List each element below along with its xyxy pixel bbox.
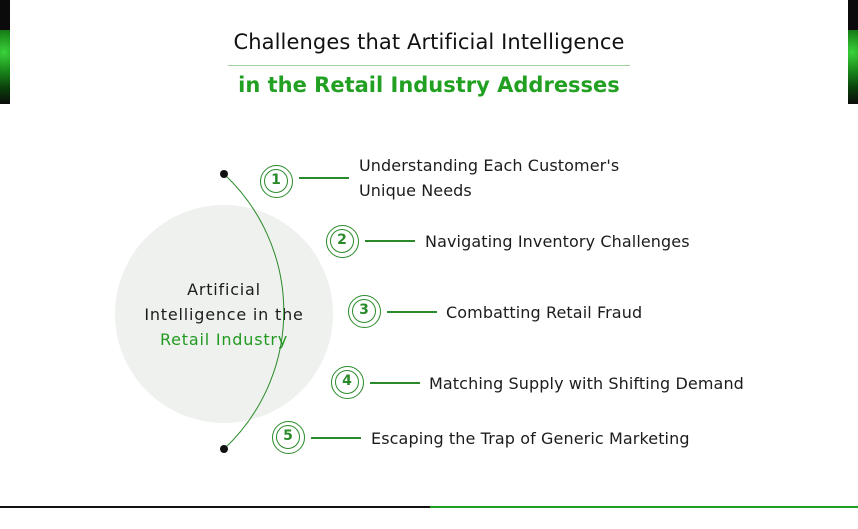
title-line-2: in the Retail Industry Addresses (238, 73, 620, 97)
step-1-label-line-1: Understanding Each Customer's (359, 156, 620, 175)
hub-label-line-3: Retail Industry (159, 330, 289, 349)
step-4-connector (370, 382, 420, 384)
bottom-rule-dark (0, 506, 430, 508)
step-3-number: 3 (352, 299, 376, 323)
hub-label-line-2: Intelligence in the (144, 305, 304, 324)
left-edge-decoration (0, 0, 10, 104)
bottom-rule-green (430, 506, 858, 508)
step-1-number: 1 (264, 169, 288, 193)
title-divider (228, 65, 630, 66)
step-1-label-line-2: Unique Needs (359, 181, 472, 200)
step-1-connector (299, 177, 349, 179)
step-5-number: 5 (276, 425, 300, 449)
step-4-number: 4 (335, 370, 359, 394)
step-5-label: Escaping the Trap of Generic Marketing (371, 429, 690, 448)
arc-path (223, 173, 285, 450)
step-4-marker: 4 (331, 366, 364, 399)
arc-start-dot (220, 170, 228, 178)
step-3-marker: 3 (348, 295, 381, 328)
step-4-label: Matching Supply with Shifting Demand (429, 374, 744, 393)
hub-circle (115, 205, 333, 423)
right-edge-decoration (848, 0, 858, 104)
step-1-marker: 1 (260, 165, 293, 198)
step-3-label: Combatting Retail Fraud (446, 303, 643, 322)
title-line-1: Challenges that Artificial Intelligence (233, 30, 625, 54)
hub-label-line-1: Artificial (187, 280, 261, 299)
step-2-connector (365, 240, 415, 242)
hub-label: Artificial Intelligence in the Retail In… (115, 277, 333, 352)
step-2-marker: 2 (326, 225, 359, 258)
step-2-number: 2 (330, 229, 354, 253)
arc-end-dot (220, 445, 228, 453)
step-5-connector (311, 437, 361, 439)
step-2-label: Navigating Inventory Challenges (425, 232, 690, 251)
step-1-label: Understanding Each Customer's Unique Nee… (359, 153, 619, 203)
step-5-marker: 5 (272, 421, 305, 454)
step-3-connector (387, 311, 437, 313)
